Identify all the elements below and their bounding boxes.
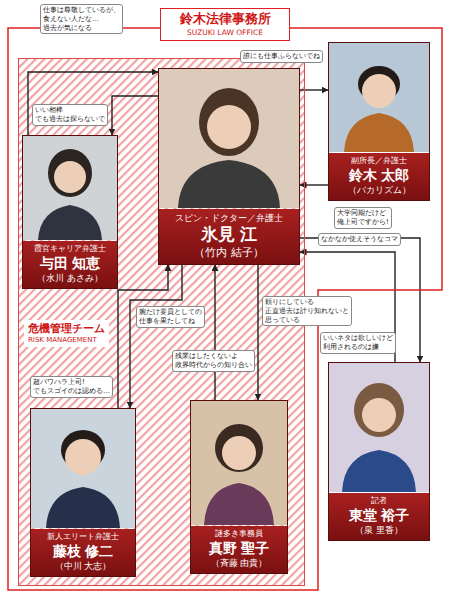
role-text: 副所長／弁護士: [331, 156, 427, 166]
name-band: 記者東堂 裕子（泉 里香）: [329, 493, 429, 540]
relation-arrow: [300, 89, 328, 90]
photo-frame: [159, 69, 299, 209]
actor-name: （泉 里香）: [331, 525, 427, 537]
name-band: 新人エリート弁護士藤枝 修二（中川 大志）: [31, 529, 135, 576]
person-name: 与田 知恵: [25, 254, 115, 272]
person-card: 新人エリート弁護士藤枝 修二（中川 大志）: [30, 408, 136, 577]
person-card: 謎多き事務員真野 聖子（斉藤 由貴）: [190, 400, 288, 574]
photo-frame: [31, 409, 135, 529]
speech-bubble: 仕事は尊敬しているが、 食えない人だな… 過去が気になる: [40, 4, 123, 34]
person-name: 鈴木 太郎: [331, 166, 427, 184]
person-card: スピン・ドクター／弁護士氷見 江（竹内 結子）: [158, 68, 300, 265]
person-name: 氷見 江: [161, 224, 297, 245]
role-text: 霞官キャリア弁護士: [25, 244, 115, 254]
name-band: 副所長／弁護士鈴木 太郎（バカリズム）: [329, 153, 429, 200]
role-text: 記者: [331, 496, 427, 506]
role-text: 謎多き事務員: [193, 529, 285, 539]
name-band: スピン・ドクター／弁護士氷見 江（竹内 結子）: [159, 209, 299, 264]
relation-arrow: [214, 265, 215, 401]
region-subtitle: SUZUKI LAW OFFICE: [167, 28, 283, 38]
speech-bubble: 誰にも仕事ふらないでね: [240, 50, 323, 63]
region-name: 鈴木法律事務所: [167, 11, 283, 28]
photo-frame: [329, 363, 429, 493]
portrait-photo: [22, 135, 118, 240]
team-subtitle: RISK MANAGEMENT: [28, 336, 105, 345]
person-name: 東堂 裕子: [331, 506, 427, 524]
office-outline-shape: [8, 28, 442, 590]
speech-bubble: 腕だけ要員としての 仕事を果たしてね: [136, 306, 205, 328]
speech-bubble: 大学同期だけど 俺上司ですから!: [334, 207, 392, 229]
person-card: 副所長／弁護士鈴木 太郎（バカリズム）: [328, 42, 430, 201]
relation-arrow: [118, 265, 168, 409]
person-card: 霞官キャリア弁護士与田 知恵（水川 あさみ）: [22, 135, 118, 289]
actor-name: （中川 大志）: [33, 561, 133, 573]
role-text: スピン・ドクター／弁護士: [161, 212, 297, 224]
speech-bubble: 超パワハラ上司! でもスゴイのは認める…: [30, 376, 113, 398]
photo-frame: [191, 401, 287, 526]
team-title: 危機管理チームRISK MANAGEMENT: [24, 320, 109, 347]
name-band: 謎多き事務員真野 聖子（斉藤 由貴）: [191, 526, 287, 573]
relation-arrow: [130, 265, 182, 409]
relation-arrow: [112, 96, 158, 135]
photo-frame: [23, 136, 117, 241]
region-title: 鈴木法律事務所SUZUKI LAW OFFICE: [160, 8, 290, 41]
role-text: 新人エリート弁護士: [33, 532, 133, 542]
portrait-photo: [328, 42, 430, 152]
person-card: 記者東堂 裕子（泉 里香）: [328, 362, 430, 541]
relation-arrow: [28, 72, 158, 135]
person-name: 藤枝 修二: [33, 542, 133, 560]
portrait-photo: [30, 408, 136, 528]
photo-frame: [329, 43, 429, 153]
portrait-photo: [190, 400, 288, 525]
speech-bubble: いい相棒 でも過去は探らないで: [32, 104, 108, 126]
person-name: 真野 聖子: [193, 539, 285, 557]
speech-bubble: なかなか使えそうなコマ: [318, 233, 401, 246]
actor-name: （斉藤 由貴）: [193, 558, 285, 570]
portrait-photo: [158, 68, 300, 208]
actor-name: （竹内 結子）: [161, 246, 297, 260]
name-band: 霞官キャリア弁護士与田 知恵（水川 あさみ）: [23, 241, 117, 288]
speech-bubble: いいネタは欲しいけど 利用されるのは嫌: [320, 332, 396, 354]
relation-arrow: [300, 184, 328, 185]
actor-name: （水川 あさみ）: [25, 273, 115, 285]
speech-bubble: 頼りにしている 正直過去は計り知れないと 思っている: [262, 296, 352, 326]
team-name: 危機管理チーム: [28, 322, 105, 336]
relation-arrow: [257, 265, 258, 401]
portrait-photo: [328, 362, 430, 492]
speech-bubble: 残業はしたくないよ 政界時代からの知り合い: [172, 350, 255, 372]
actor-name: （バカリズム）: [331, 185, 427, 197]
